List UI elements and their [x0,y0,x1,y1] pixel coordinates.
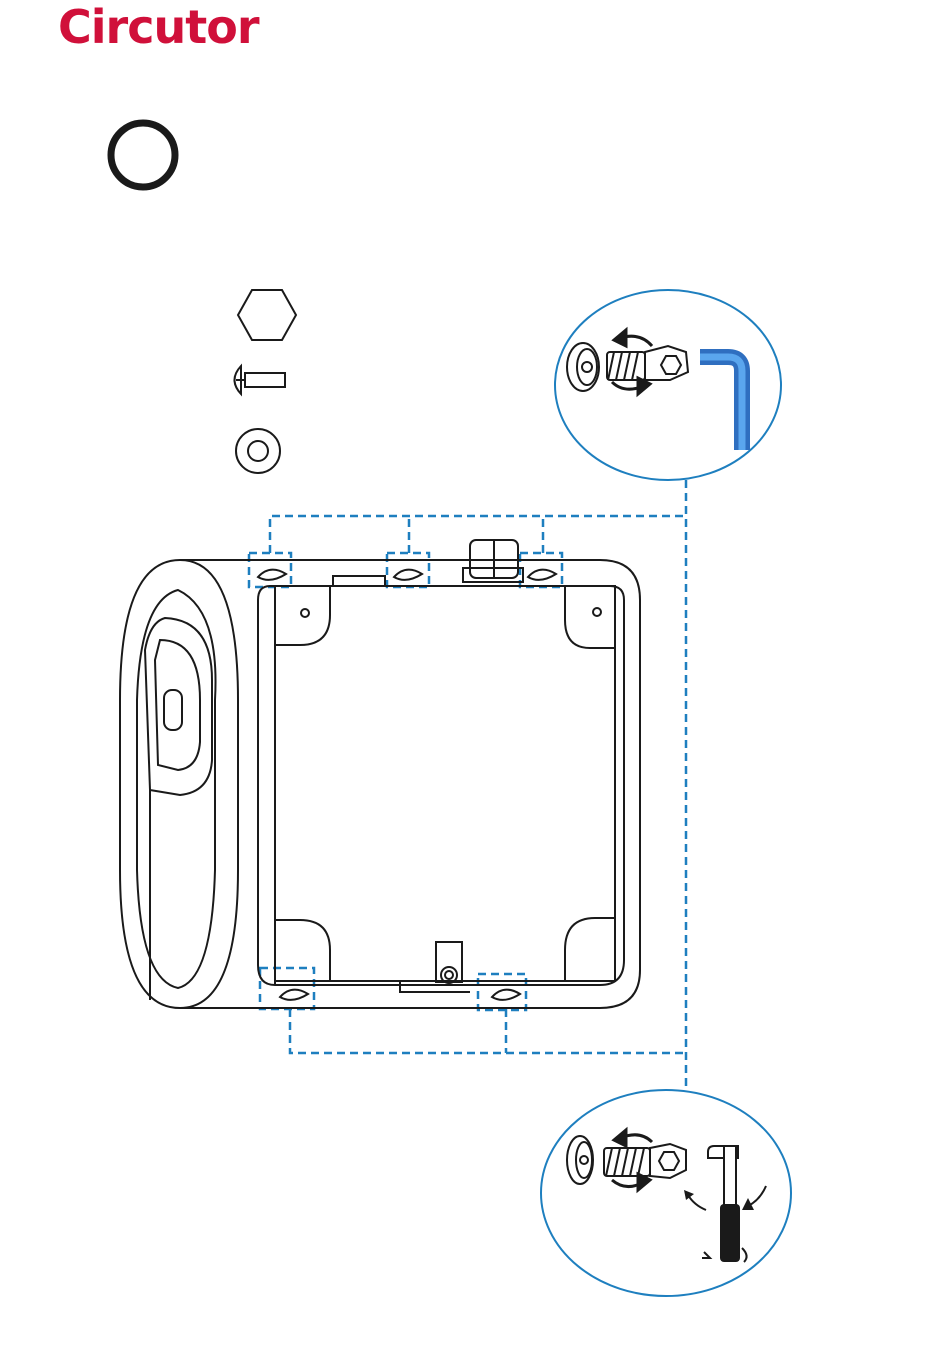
screw-icon [235,366,286,394]
washer-icon [567,1136,593,1184]
screw-icon [607,346,688,380]
detail-bottom [541,1090,791,1296]
hex-key-icon [700,357,742,450]
socket-wrench-icon [684,1146,766,1262]
detail-top [555,290,781,480]
callout-lines [249,480,686,1090]
screw-icon [604,1144,686,1178]
washer-icon [567,343,599,391]
enclosure [120,540,640,1008]
detail-bottom-bubble [541,1090,791,1296]
washer-icon [236,429,280,473]
parts-legend [235,290,297,473]
step-marker [111,123,175,187]
hex-nut-icon [238,290,296,340]
